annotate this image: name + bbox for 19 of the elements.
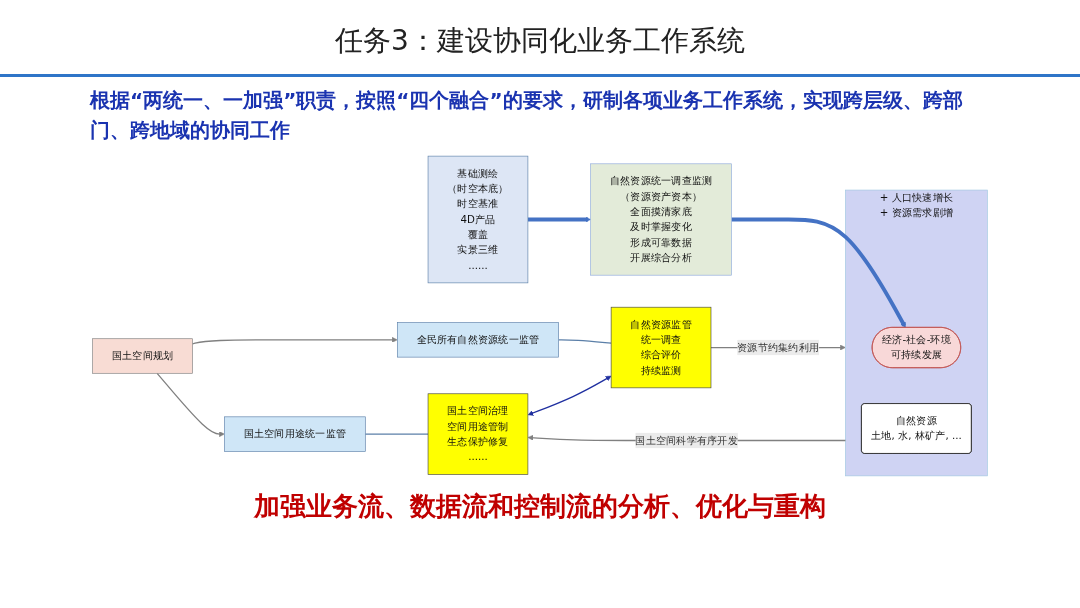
node-box: 国土空间治理 空间用途管制 生态保护修复 ...... <box>427 393 529 475</box>
arrow <box>156 372 225 437</box>
node-box: 自然资源统一调查监测 （资源资产资本） 全面摸清家底 及时掌握变化 形成可靠数据 开展综合分析 <box>590 163 732 276</box>
arrow <box>527 216 591 223</box>
node-box: 国土空间规划 <box>92 338 193 374</box>
summary-text: 加强业务流、数据流和控制流的分析、优化与重构 <box>252 490 827 523</box>
arrow <box>527 375 612 416</box>
connector <box>364 433 429 435</box>
arrow <box>731 217 906 328</box>
arrow <box>191 337 398 345</box>
node-box: 国土空间用途统一监管 <box>224 416 366 452</box>
connector <box>558 339 612 344</box>
node-box: 自然资源监管 统一调查 综合评价 持续监测 <box>610 306 712 389</box>
edge-label: 资源节约集约利用 <box>737 341 820 354</box>
node-box: 全民所有自然资源统一监管 <box>397 322 559 358</box>
slide-title: 任务3：建设协同化业务工作系统 <box>0 22 1080 77</box>
edge-label: 国土空间科学有序开发 <box>635 434 738 447</box>
node-box: 基础测绘 （时空本底） 时空基准 4D产品 覆盖 实景三维 ...... <box>427 155 529 284</box>
intro-text: 根据“两统一、一加强”职责，按照“四个融合”的要求，研制各项业务工作系统，实现跨层级、跨部门、跨地域的协同工作 <box>90 87 964 144</box>
